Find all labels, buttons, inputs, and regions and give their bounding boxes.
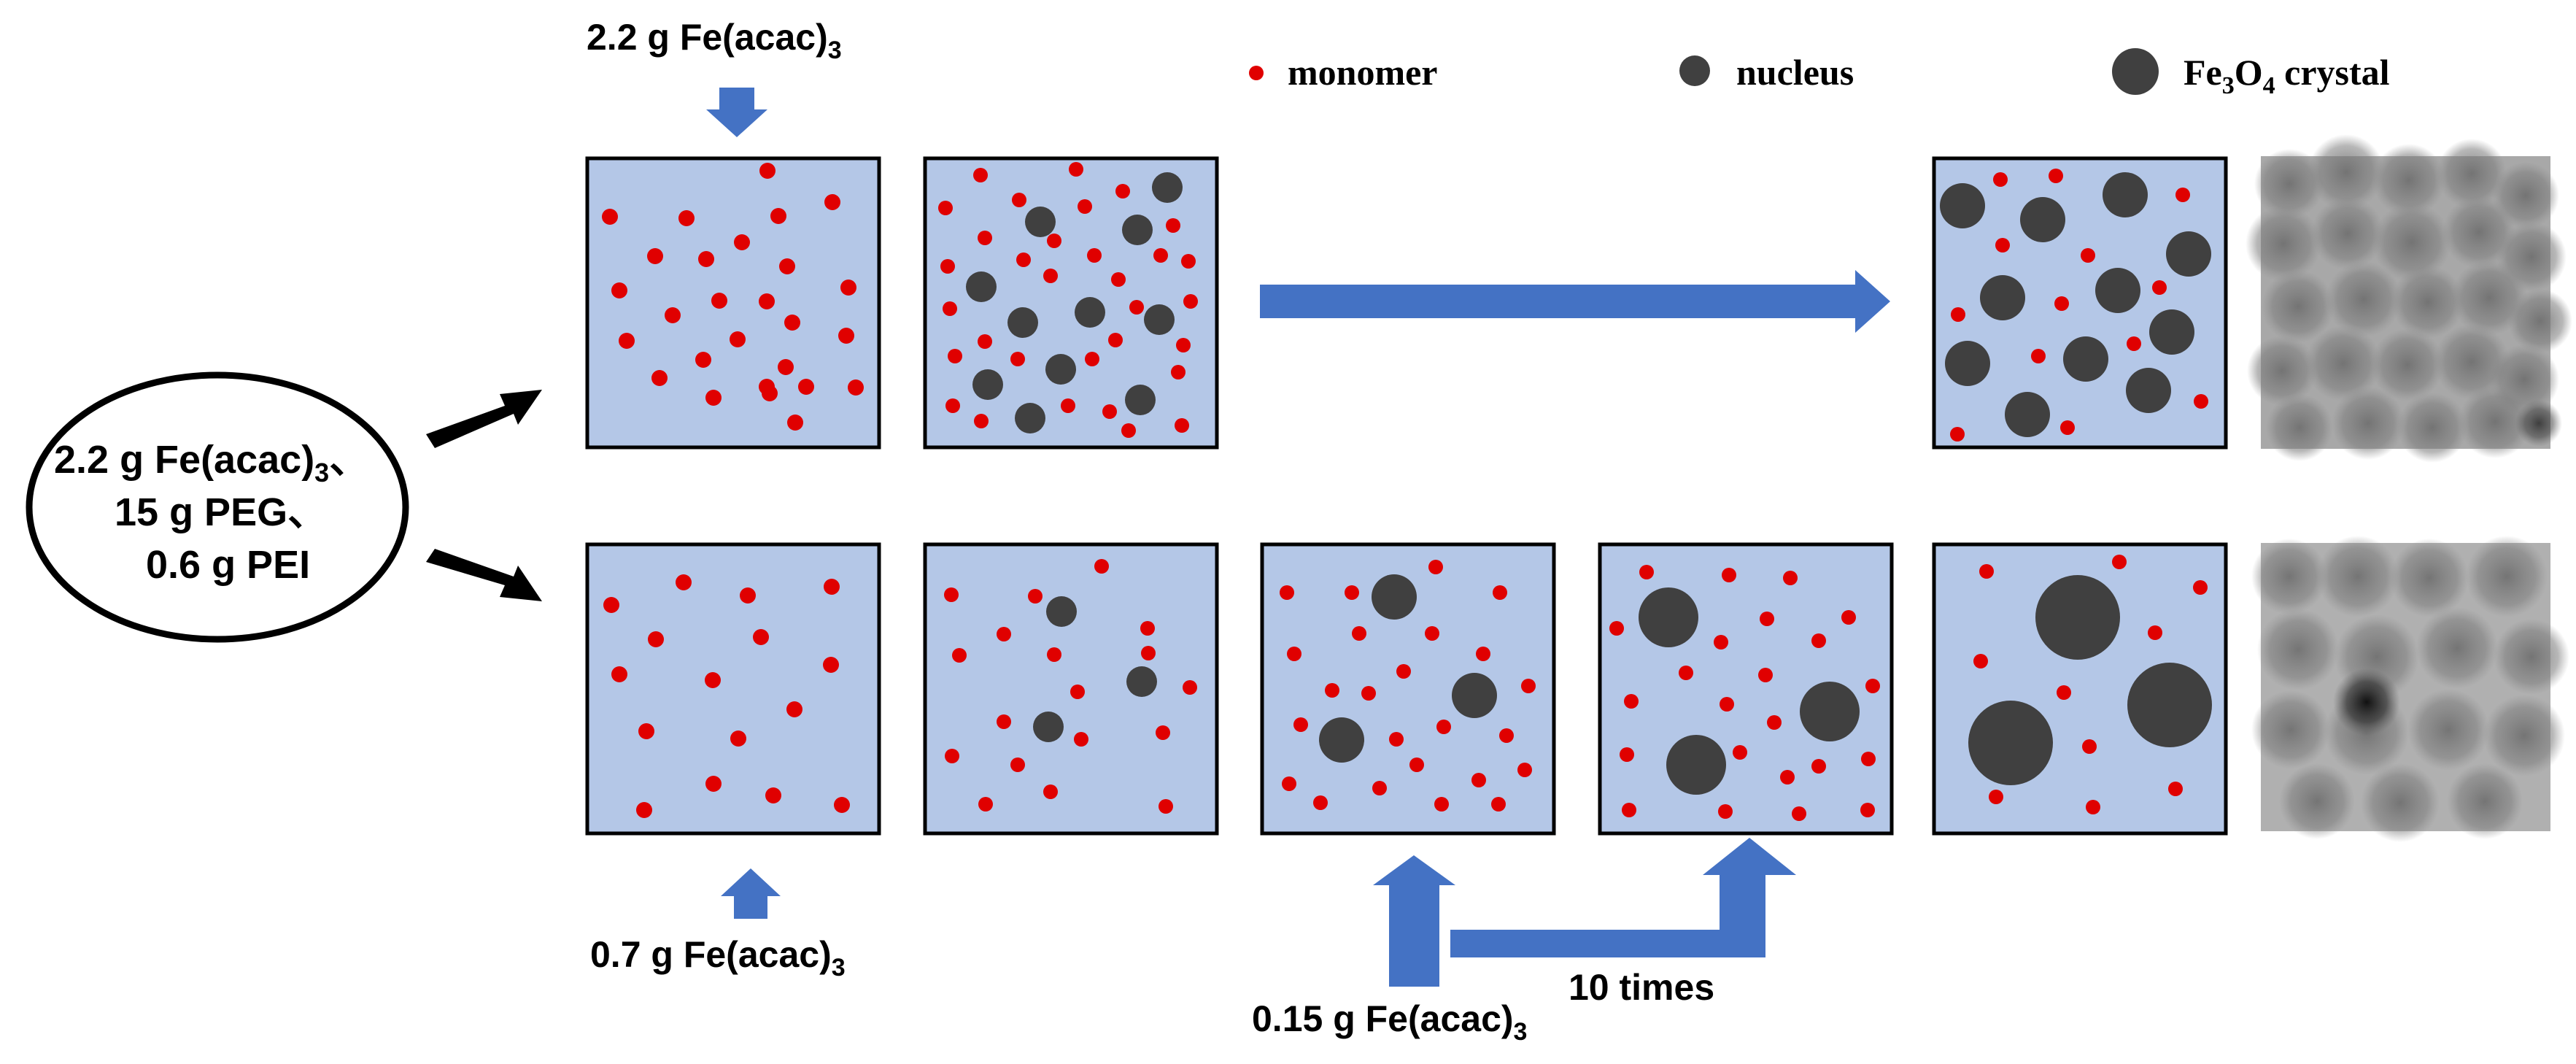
monomer-legend-icon bbox=[1249, 66, 1264, 80]
tem-micrograph-image-bottom bbox=[2251, 536, 2569, 842]
reactant-ellipse bbox=[26, 371, 409, 643]
reactant-mixture: 2.2 g Fe(acac)3、 15 g PEG、 0.6 g PEI bbox=[26, 371, 409, 643]
repeat-count-label: 10 times bbox=[1569, 967, 1714, 1008]
arrow-icon-repeat-addition-up bbox=[1373, 855, 1455, 987]
arrow-icon-to-bottom-row bbox=[426, 549, 542, 601]
bottom-stage-3-box bbox=[1260, 542, 1556, 836]
reactant-line-2: 15 g PEG、 bbox=[115, 490, 327, 534]
top-final-box bbox=[1932, 156, 2228, 450]
tem-micrograph-image-top bbox=[2246, 134, 2572, 463]
reactant-line-1: 2.2 g Fe(acac)3、 bbox=[54, 438, 368, 487]
reactant-line-3: 0.6 g PEI bbox=[146, 543, 310, 587]
top-stage-2-box bbox=[923, 156, 1219, 450]
arrow-icon-top-addition bbox=[706, 88, 767, 137]
bottom-stage-1-box bbox=[585, 542, 881, 836]
top-stage-1-box bbox=[585, 156, 881, 450]
arrow-icon-bottom-addition bbox=[721, 868, 781, 919]
arrow-icon-top-growth bbox=[1260, 270, 1890, 333]
bottom-stage-4-box bbox=[1598, 542, 1894, 836]
crystal-legend-icon bbox=[2112, 48, 2159, 95]
nucleus-legend-label: nucleus bbox=[1736, 52, 1854, 93]
top-addition-label: 2.2 g Fe(acac)3 bbox=[587, 17, 842, 64]
bottom-final-box bbox=[1932, 542, 2228, 836]
arrow-icon-repeat-addition-loop bbox=[1450, 838, 1796, 957]
nucleus-legend-icon bbox=[1679, 55, 1710, 86]
bottom-addition-label: 0.7 g Fe(acac)3 bbox=[590, 934, 846, 982]
legend: monomer nucleus Fe3O4 crystal bbox=[1249, 48, 2390, 99]
bottom-stage-2-box bbox=[923, 542, 1219, 836]
repeat-addition-label: 0.15 g Fe(acac)3 bbox=[1252, 998, 1527, 1046]
monomer-legend-label: monomer bbox=[1288, 52, 1438, 93]
arrow-icon-to-top-row bbox=[426, 390, 542, 448]
crystal-legend-label: Fe3O4 crystal bbox=[2184, 52, 2390, 99]
